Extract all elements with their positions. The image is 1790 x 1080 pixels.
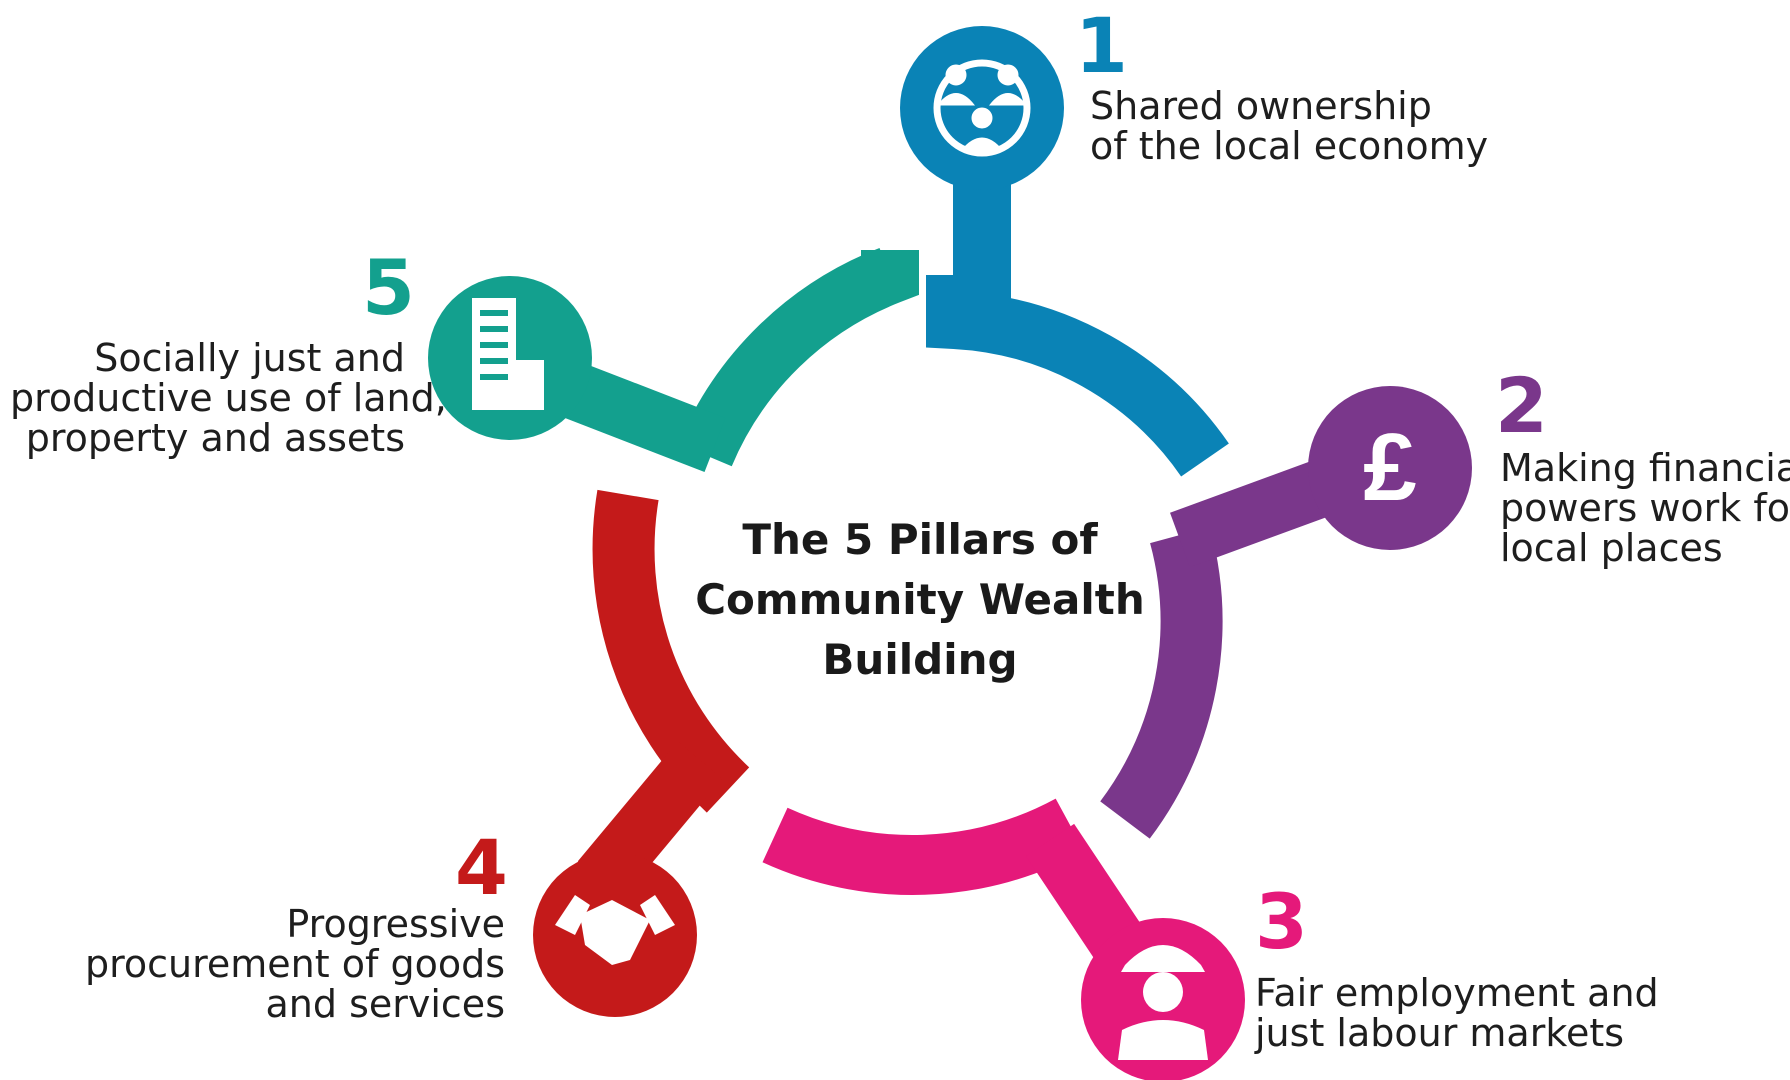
building-icon: [472, 298, 544, 410]
pillar-2-label: Making financial powers work for local p…: [1500, 448, 1790, 568]
pillar-2-group: £: [1100, 386, 1472, 839]
pillar-5-label-line: productive use of land,: [10, 376, 447, 420]
pillar-5-label: Socially just and productive use of land…: [10, 336, 447, 460]
pillar-1-group: [900, 26, 1229, 477]
handshake-icon: [555, 895, 675, 965]
pillar-5-group: [428, 247, 919, 473]
people-network-icon: [933, 59, 1031, 157]
diagram-title-line: Building: [822, 635, 1018, 684]
pillar-4-label-line: and services: [265, 982, 506, 1026]
pillar-4-label: Progressive procurement of goods and ser…: [60, 904, 505, 1024]
pillar-1-label: Shared ownership of the local economy: [1090, 86, 1488, 166]
diagram-title-line: The 5 Pillars of: [742, 515, 1098, 564]
pillar-3-number: 3: [1255, 877, 1308, 966]
pillar-3-arc: [762, 798, 1085, 895]
pillar-5-number: 5: [362, 243, 415, 332]
pillar-2-number: 2: [1495, 361, 1548, 450]
pillar-2-label-line: powers work for: [1500, 486, 1790, 530]
pillar-2-label-line: Making financial: [1500, 446, 1790, 490]
pillar-3-label-line: Fair employment and: [1255, 971, 1659, 1015]
pillar-1-arc: [926, 275, 1229, 477]
pillar-1-number: 1: [1075, 1, 1128, 90]
pillar-3-label: Fair employment and just labour markets: [1255, 973, 1659, 1053]
pillar-4-label-line: procurement of goods: [84, 942, 505, 986]
pillar-5-label-line: Socially just and: [94, 336, 405, 380]
pillar-4-arc: [592, 489, 750, 813]
construction-worker-icon: [1118, 945, 1208, 1060]
pillar-3-group: [762, 798, 1245, 1080]
diagram-title-line: Community Wealth: [695, 575, 1145, 624]
pillar-2-connector: [1170, 457, 1340, 568]
pillar-3-label-line: just labour markets: [1255, 1011, 1625, 1055]
pillar-1-label-line: of the local economy: [1090, 124, 1489, 168]
pillar-4-label-line: Progressive: [286, 902, 505, 946]
pillar-5-arc: [678, 247, 919, 467]
pillar-1-label-line: Shared ownership: [1090, 84, 1432, 128]
pillar-2-badge: [1308, 386, 1472, 550]
pillar-2-label-line: local places: [1500, 526, 1723, 570]
pillar-2-arc: [1100, 526, 1223, 839]
pound-sign-icon: £: [1363, 414, 1416, 521]
pillar-5-label-line: property and assets: [25, 416, 405, 460]
pillar-5-connector: [549, 357, 726, 473]
pillar-4-group: [533, 489, 750, 1017]
pillar-4-number: 4: [455, 823, 508, 912]
